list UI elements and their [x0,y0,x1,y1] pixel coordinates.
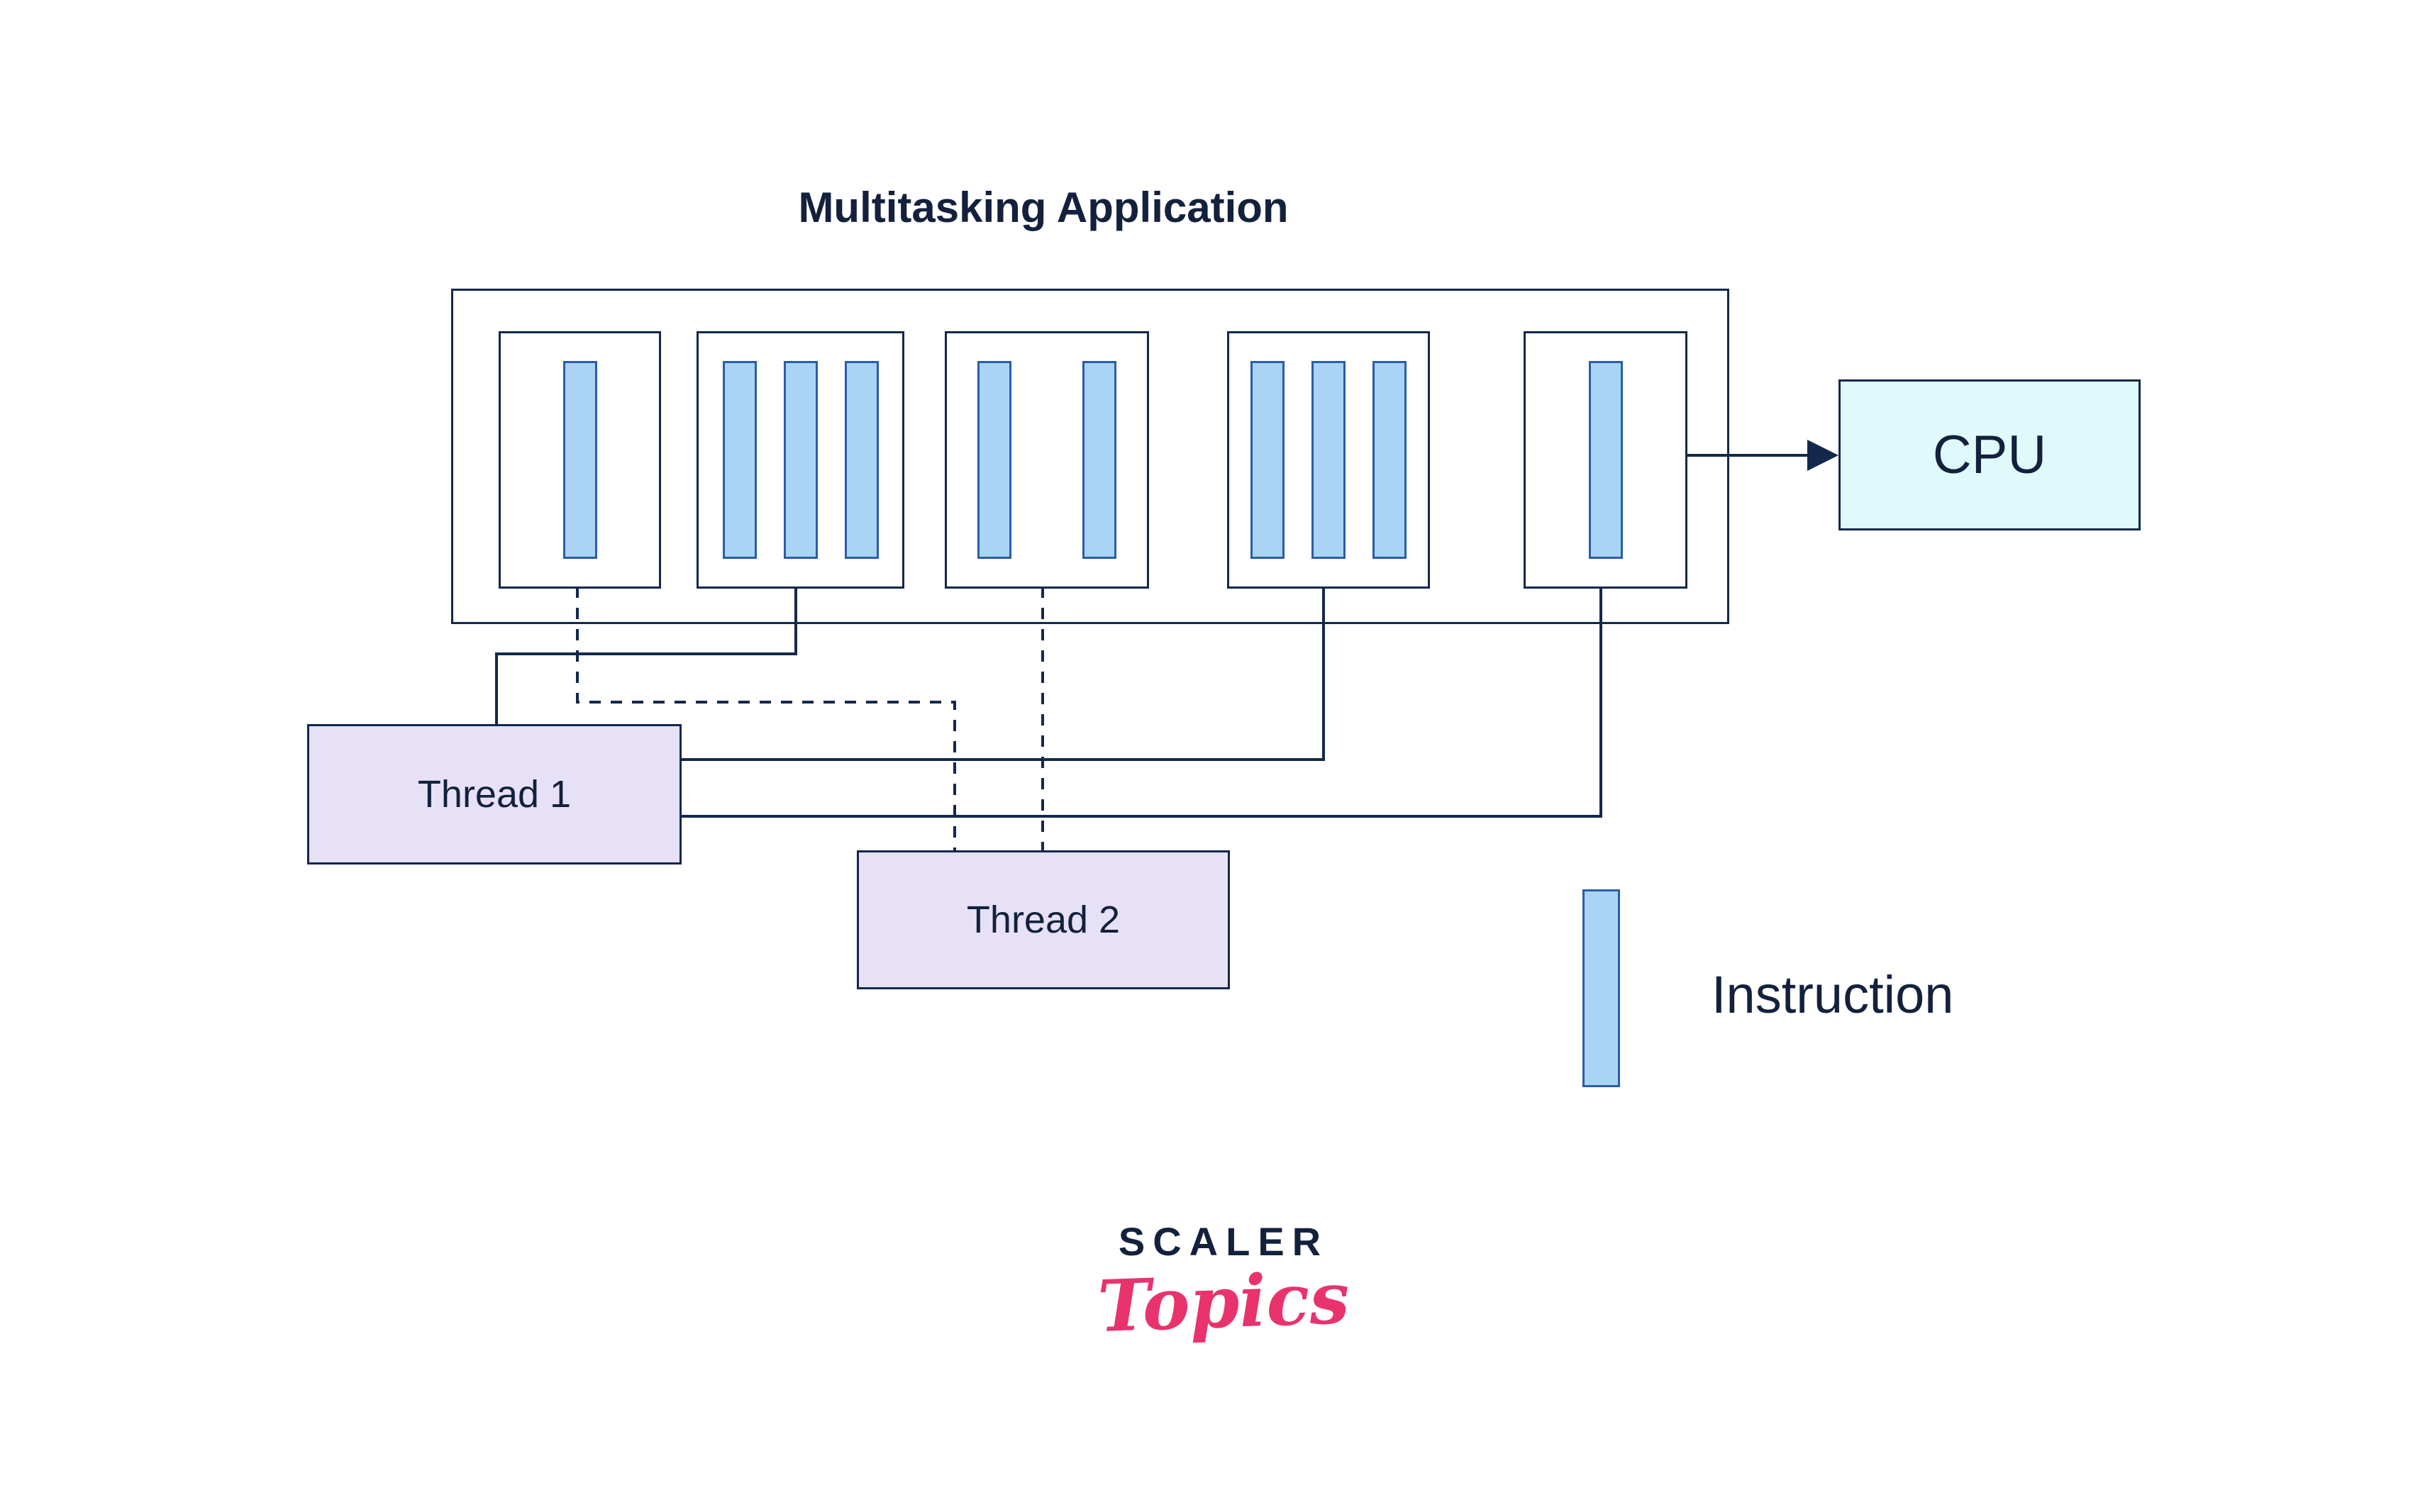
instruction-bar [1588,361,1623,559]
application-thread-box-1 [499,331,661,589]
instruction-legend-bar [1582,889,1620,1087]
instruction-bar [844,361,879,559]
instruction-bar [1311,361,1346,559]
instruction-bar [562,361,597,559]
instruction-bar [1250,361,1285,559]
application-thread-box-5 [1524,331,1687,589]
scaler-topics-logo: SCALER Topics [1011,1218,1436,1348]
instruction-bar [977,361,1011,559]
diagram-title: Multitasking Application [798,184,1289,231]
instruction-bar [722,361,757,559]
application-thread-box-4 [1227,331,1430,589]
arrow-to-cpu-head [1807,440,1838,471]
thread2-label: Thread 2 [966,899,1121,941]
logo-scaler-text: SCALER [1118,1219,1329,1264]
instruction-bar [1372,361,1407,559]
instruction-bar [783,361,818,559]
thread1-box: Thread 1 [307,724,682,865]
logo-topics-text: Topics [1096,1255,1351,1349]
thread1-label: Thread 1 [417,773,572,816]
cpu-label: CPU [1932,425,2047,485]
instruction-legend-label: Instruction [1712,965,1954,1024]
application-thread-box-2 [697,331,904,589]
application-thread-box-3 [945,331,1149,589]
thread2-box: Thread 2 [857,850,1230,989]
cpu-box: CPU [1838,379,2141,530]
instruction-bar [1082,361,1116,559]
multitasking-application-container [451,289,1729,624]
